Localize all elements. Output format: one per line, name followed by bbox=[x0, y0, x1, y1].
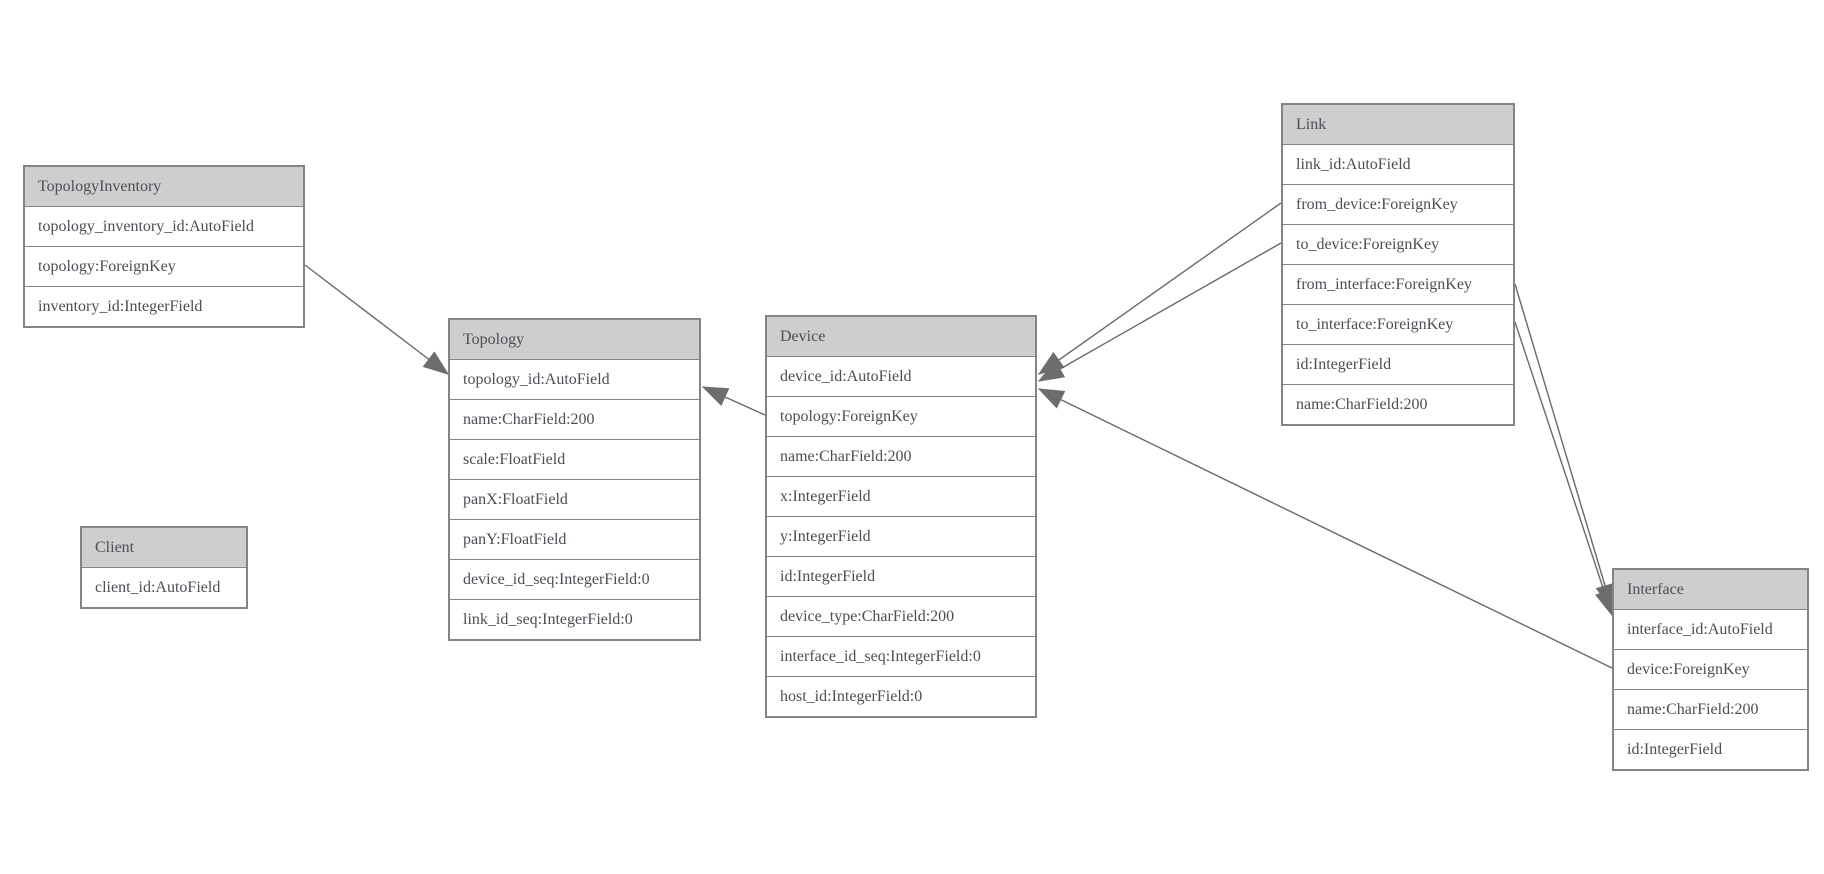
field-topology_id: topology_id:AutoField bbox=[450, 360, 699, 400]
field-name: name:CharField:200 bbox=[450, 400, 699, 440]
field-device_type: device_type:CharField:200 bbox=[767, 597, 1035, 637]
field-host_id: host_id:IntegerField:0 bbox=[767, 677, 1035, 716]
field-scale: scale:FloatField bbox=[450, 440, 699, 480]
edge-interface-device bbox=[1038, 388, 1613, 669]
field-name: name:CharField:200 bbox=[767, 437, 1035, 477]
field-from_device: from_device:ForeignKey bbox=[1283, 185, 1513, 225]
field-device_id: device_id:AutoField bbox=[767, 357, 1035, 397]
arrowhead-icon bbox=[1037, 360, 1066, 382]
field-link_id_seq: link_id_seq:IntegerField:0 bbox=[450, 600, 699, 639]
edge-link-to_interface bbox=[1514, 321, 1613, 616]
entity-device-title: Device bbox=[767, 317, 1035, 357]
field-topology_inventory_id: topology_inventory_id:AutoField bbox=[25, 207, 303, 247]
field-name: name:CharField:200 bbox=[1283, 385, 1513, 424]
entity-topologyinventory-title: TopologyInventory bbox=[25, 167, 303, 207]
edge-link-from_device bbox=[1038, 202, 1282, 375]
entity-topology-title: Topology bbox=[450, 320, 699, 360]
field-interface_id: interface_id:AutoField bbox=[1614, 610, 1807, 650]
field-to_interface: to_interface:ForeignKey bbox=[1283, 305, 1513, 345]
field-to_device: to_device:ForeignKey bbox=[1283, 225, 1513, 265]
arrowhead-icon bbox=[1037, 388, 1066, 409]
field-topology: topology:ForeignKey bbox=[767, 397, 1035, 437]
field-name: name:CharField:200 bbox=[1614, 690, 1807, 730]
field-interface_id_seq: interface_id_seq:IntegerField:0 bbox=[767, 637, 1035, 677]
field-from_interface: from_interface:ForeignKey bbox=[1283, 265, 1513, 305]
field-client_id: client_id:AutoField bbox=[82, 568, 246, 607]
field-y: y:IntegerField bbox=[767, 517, 1035, 557]
field-id: id:IntegerField bbox=[767, 557, 1035, 597]
entity-interface-title: Interface bbox=[1614, 570, 1807, 610]
field-id: id:IntegerField bbox=[1283, 345, 1513, 385]
field-pany: panY:FloatField bbox=[450, 520, 699, 560]
edge-link-to_device bbox=[1038, 242, 1282, 382]
arrowhead-icon bbox=[701, 386, 730, 406]
edge-topologyinventory-topology bbox=[304, 264, 449, 375]
edge-link-from_interface bbox=[1514, 283, 1613, 610]
field-device_id_seq: device_id_seq:IntegerField:0 bbox=[450, 560, 699, 600]
field-id: id:IntegerField bbox=[1614, 730, 1807, 769]
field-link_id: link_id:AutoField bbox=[1283, 145, 1513, 185]
field-panx: panX:FloatField bbox=[450, 480, 699, 520]
field-x: x:IntegerField bbox=[767, 477, 1035, 517]
field-inventory_id: inventory_id:IntegerField bbox=[25, 287, 303, 326]
arrowhead-icon bbox=[422, 351, 450, 375]
entity-client-title: Client bbox=[82, 528, 246, 568]
entity-link-title: Link bbox=[1283, 105, 1513, 145]
arrowhead-icon bbox=[1595, 588, 1614, 617]
field-topology: topology:ForeignKey bbox=[25, 247, 303, 287]
field-device: device:ForeignKey bbox=[1614, 650, 1807, 690]
